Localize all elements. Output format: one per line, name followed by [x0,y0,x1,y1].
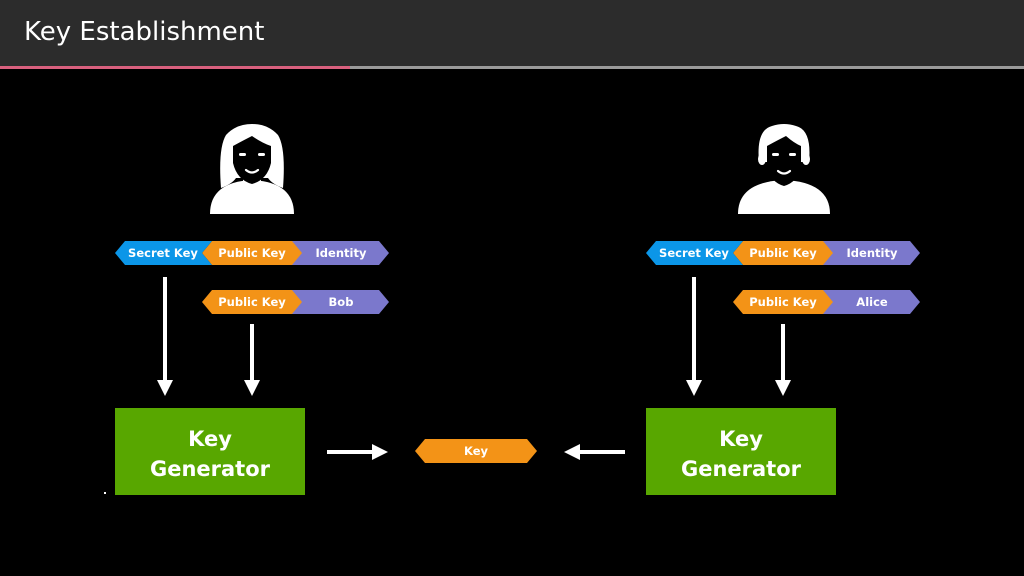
right-peer-public-key-label: Public Key [749,295,817,309]
left-peer-keys: Bob Public Key [202,290,389,314]
shared-key-label: Key [464,444,489,458]
woman-avatar-icon [210,124,294,214]
right-peer-identity-tag: Alice [823,290,920,314]
left-generator-line2: Generator [150,457,271,481]
right-peer-keys: Alice Public Key [733,290,920,314]
header-bar: Key Establishment [0,0,1024,66]
right-secret-key-label: Secret Key [659,246,729,260]
left-peer-identity-label: Bob [329,295,354,309]
man-avatar-icon [738,124,830,214]
right-identity-label: Identity [847,246,898,260]
left-peer-public-key-tag: Public Key [202,290,302,314]
stray-dot [104,492,106,494]
left-key-generator: Key Generator [115,408,305,495]
left-secret-key-tag: Secret Key [115,241,212,265]
shared-key-tag: Key [415,439,537,463]
right-peer-identity-label: Alice [856,295,888,309]
left-peer-identity-tag: Bob [292,290,389,314]
left-identity-tag: Identity [292,241,389,265]
page-title: Key Establishment [24,17,265,47]
right-own-keys: Identity Public Key Secret Key [646,241,920,265]
left-public-key-label: Public Key [218,246,286,260]
right-key-generator: Key Generator [646,408,836,495]
header-divider [0,66,1024,69]
left-public-key-tag: Public Key [202,241,302,265]
right-identity-tag: Identity [823,241,920,265]
left-peer-public-key-label: Public Key [218,295,286,309]
left-identity-label: Identity [316,246,367,260]
right-public-key-label: Public Key [749,246,817,260]
left-secret-key-label: Secret Key [128,246,198,260]
right-generator-line2: Generator [681,457,802,481]
right-public-key-tag: Public Key [733,241,833,265]
progress-accent-line [0,66,350,69]
right-secret-key-tag: Secret Key [646,241,743,265]
left-generator-line1: Key [188,427,232,451]
left-own-keys: Identity Public Key Secret Key [115,241,389,265]
right-generator-line1: Key [719,427,763,451]
right-peer-public-key-tag: Public Key [733,290,833,314]
